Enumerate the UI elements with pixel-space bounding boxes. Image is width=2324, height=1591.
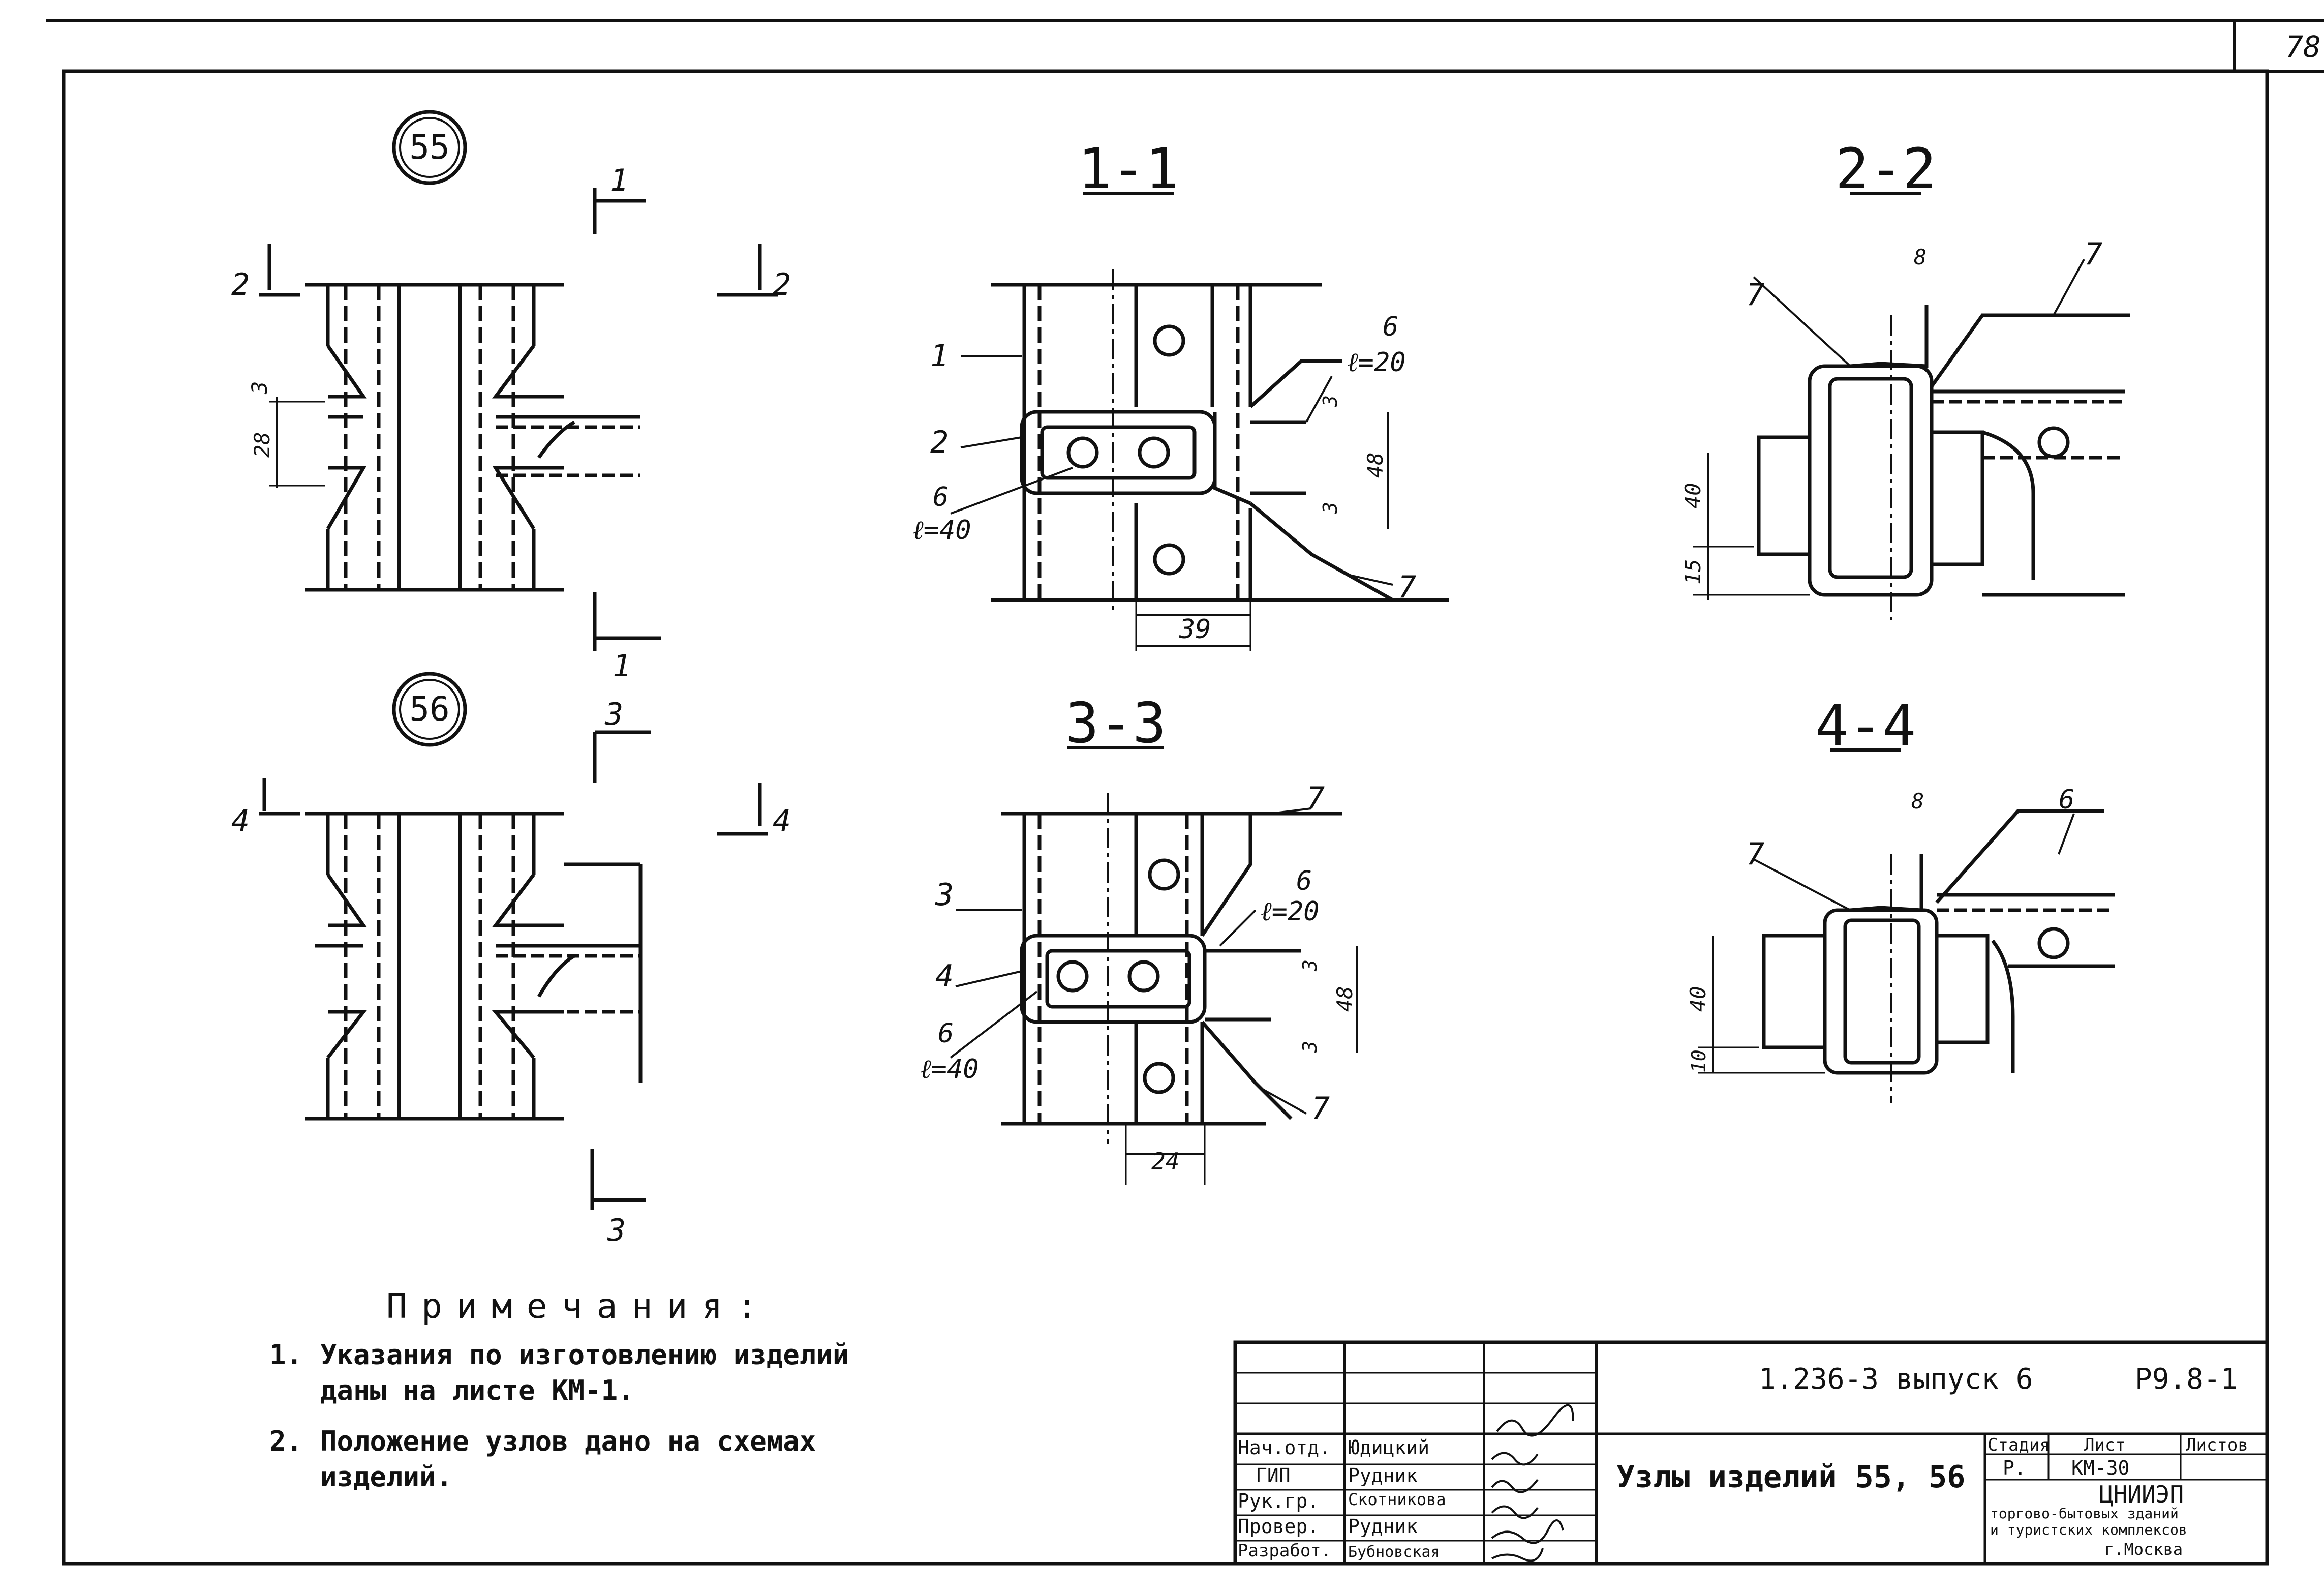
note-item: 2. Положение узлов дано на схемах издели… <box>269 1425 816 1493</box>
cut-mark-2-left: 2 <box>231 267 250 303</box>
cut-mark-1-bottom: 1 <box>613 648 631 684</box>
section-4-4-title: 4-4 <box>1815 693 1916 758</box>
name-4: Рудник <box>1348 1515 1418 1538</box>
stage-value: Р. <box>2003 1457 2026 1479</box>
s11-dim-gap-top: 3 <box>1319 395 1341 407</box>
role-2: ГИП <box>1256 1464 1291 1487</box>
sheets-header: Листов <box>2186 1435 2248 1455</box>
org-name: ЦНИИЭП <box>2099 1481 2184 1508</box>
notes-list: 1. Указания по изготовлению изделий даны… <box>269 1337 981 1495</box>
sheet-number: 78 <box>2285 29 2321 64</box>
section-1-1-title: 1-1 <box>1078 136 1179 201</box>
s11-dim-width: 39 <box>1179 614 1211 645</box>
s33-callout-4: 4 <box>935 958 954 994</box>
cut-mark-4-right: 4 <box>773 803 791 839</box>
s11-callout-6b: 6 <box>933 482 949 513</box>
node-55-label: 55 <box>409 128 449 167</box>
section-2-2-view <box>1693 192 2130 620</box>
s33-callout-6b: 6 <box>938 1018 954 1049</box>
n55-dim-height: 28 <box>250 432 274 458</box>
section-3-3-title: 3-3 <box>1065 691 1167 756</box>
s11-dim-gap-bottom: 3 <box>1319 502 1341 514</box>
cut-mark-1-top: 1 <box>610 163 628 198</box>
s22-dim-height: 40 <box>1680 483 1705 508</box>
s33-callout-6a: 6 <box>1296 866 1312 896</box>
section-2-2-title: 2-2 <box>1836 136 1937 201</box>
s44-callout-6: 6 <box>2059 785 2074 815</box>
node-55-view <box>259 110 778 651</box>
sheet-code: Р9.8-1 <box>2135 1363 2238 1396</box>
sheet-value: КМ-30 <box>2071 1457 2130 1479</box>
cut-mark-4-left: 4 <box>231 803 250 839</box>
s44-dim-width: 8 <box>1911 789 1924 814</box>
n55-dim-gap: 3 <box>247 381 272 395</box>
s33-dim-width: 24 <box>1151 1148 1179 1175</box>
role-1: Нач.отд. <box>1238 1436 1331 1459</box>
s33-callout-3: 3 <box>935 877 954 913</box>
title-block <box>1233 1340 2269 1566</box>
s44-dim-low: 10 <box>1688 1049 1710 1073</box>
s33-dim-gap-bottom: 3 <box>1299 1041 1321 1053</box>
s11-dim-height: 48 <box>1363 452 1388 478</box>
sheet-header: Лист <box>2084 1435 2126 1455</box>
section-4-4-view <box>1698 748 2115 1103</box>
org-city: г.Москва <box>2104 1540 2183 1559</box>
org-subtitle-1: торгово-бытовых зданий <box>1990 1505 2179 1522</box>
doc-code: 1.236-3 выпуск 6 <box>1759 1363 2033 1396</box>
s22-callout-7a: 7 <box>1746 277 1764 313</box>
s22-callout-7b: 7 <box>2084 236 2102 272</box>
name-3: Скотникова <box>1348 1490 1446 1509</box>
drawing-title: Узлы изделий 55, 56 <box>1616 1459 1966 1495</box>
s33-callout-l40: ℓ=40 <box>920 1054 979 1085</box>
s33-dim-gap-top: 3 <box>1299 959 1321 972</box>
s22-dim-width: 8 <box>1914 245 1927 269</box>
s33-callout-7a: 7 <box>1306 781 1325 816</box>
role-4: Провер. <box>1238 1515 1320 1538</box>
notes-title: Примечания: <box>386 1286 772 1327</box>
role-3: Рук.гр. <box>1238 1490 1320 1512</box>
s11-callout-l20: ℓ=20 <box>1347 347 1406 378</box>
s11-callout-7: 7 <box>1398 569 1416 605</box>
s33-callout-l20: ℓ=20 <box>1261 896 1320 927</box>
s33-dim-height: 48 <box>1332 986 1357 1012</box>
s44-callout-7: 7 <box>1746 836 1764 872</box>
name-2: Рудник <box>1348 1464 1418 1487</box>
role-5: Разработ. <box>1238 1541 1332 1561</box>
s11-callout-l40: ℓ=40 <box>912 515 971 546</box>
org-subtitle-2: и туристских комплексов <box>1990 1521 2187 1538</box>
s11-callout-6a: 6 <box>1383 312 1398 342</box>
s44-dim-height: 40 <box>1686 986 1710 1012</box>
s11-callout-1: 1 <box>930 338 949 374</box>
s22-dim-low: 15 <box>1680 559 1705 585</box>
cut-mark-2-right: 2 <box>773 267 791 303</box>
name-5: Бубновская <box>1348 1543 1440 1561</box>
note-item: 1. Указания по изготовлению изделий даны… <box>269 1339 849 1406</box>
node-56-view <box>259 672 768 1210</box>
stage-header: Стадия <box>1987 1435 2050 1455</box>
node-56-label: 56 <box>409 689 449 729</box>
cut-mark-3-top: 3 <box>604 697 623 732</box>
name-1: Юдицкий <box>1348 1436 1430 1459</box>
section-3-3-view <box>950 746 1358 1185</box>
s33-callout-7b: 7 <box>1311 1091 1330 1126</box>
cut-mark-3-bottom: 3 <box>607 1213 626 1248</box>
section-1-1-view <box>950 192 1449 651</box>
s11-callout-2: 2 <box>930 425 949 460</box>
